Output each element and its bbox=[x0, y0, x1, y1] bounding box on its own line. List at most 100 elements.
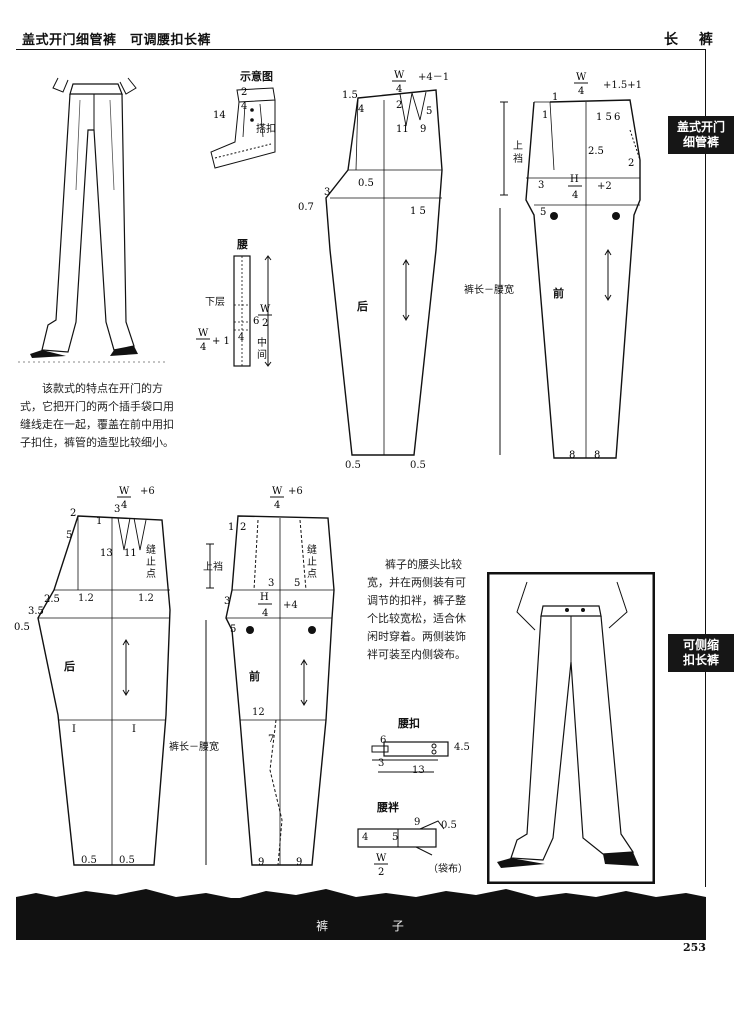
description-top-line: 式，它把开门的两个插手袋口用 bbox=[20, 400, 174, 413]
svg-text:2: 2 bbox=[378, 867, 384, 878]
svg-text:0.5: 0.5 bbox=[14, 622, 30, 633]
bottom-front-label: 前 bbox=[249, 670, 260, 683]
footer-band bbox=[16, 898, 706, 940]
svg-text:0.5: 0.5 bbox=[358, 178, 374, 189]
svg-text:2: 2 bbox=[240, 522, 246, 533]
trousers-sketch-bottom bbox=[487, 572, 655, 884]
bottom-back-crotch-right: 1.2 bbox=[138, 593, 154, 604]
description-bottom-line: 宽，并在两侧装有可 bbox=[367, 576, 466, 589]
buckle-dim-tab: 3 bbox=[378, 758, 385, 769]
svg-text:4: 4 bbox=[121, 500, 127, 511]
svg-text:14: 14 bbox=[213, 110, 226, 121]
sketch-title: 示意图 bbox=[240, 70, 273, 83]
svg-text:W: W bbox=[376, 853, 387, 864]
svg-text:6: 6 bbox=[253, 316, 259, 327]
svg-text:2.5: 2.5 bbox=[44, 594, 60, 605]
svg-text:5: 5 bbox=[66, 530, 72, 541]
lower-layer-label: 下层 bbox=[205, 297, 225, 308]
svg-text:6: 6 bbox=[614, 112, 620, 123]
svg-text:3: 3 bbox=[324, 187, 330, 198]
svg-text:8: 8 bbox=[569, 450, 575, 461]
description-top-line: 缝线走在一起，覆盖在前中用扣 bbox=[20, 418, 174, 431]
top-back-hem-left: 0.5 bbox=[345, 460, 361, 471]
buckle-dim-width: 6 bbox=[380, 735, 387, 746]
bottom-front-waist-formula: +6 bbox=[288, 486, 303, 497]
svg-text:7: 7 bbox=[268, 734, 274, 745]
description-bottom-line: 闲时穿着。两侧装饰 bbox=[367, 630, 466, 643]
header-rule bbox=[16, 49, 706, 50]
description-bottom-line: 调节的扣袢，裤子整 bbox=[367, 594, 466, 607]
svg-text:3: 3 bbox=[114, 504, 120, 515]
svg-text:4: 4 bbox=[241, 101, 247, 112]
svg-text:H: H bbox=[570, 174, 579, 185]
svg-text:5: 5 bbox=[230, 624, 236, 635]
svg-text:9: 9 bbox=[258, 857, 264, 868]
section-tab-top-line1: 盖式开门 bbox=[676, 120, 725, 134]
page-number: 253 bbox=[683, 941, 706, 954]
bottom-front-knee: 12 bbox=[252, 707, 265, 718]
svg-text:9: 9 bbox=[420, 124, 426, 135]
svg-text:9: 9 bbox=[296, 857, 302, 868]
top-rise-label: 上裆 bbox=[513, 141, 523, 165]
description-bottom: 裤子的腰头比较 宽，并在两侧装有可 调节的扣袢，裤子整 个比较宽松，适合休 闲时… bbox=[367, 556, 477, 664]
bottom-length-label: 裤长－腰宽 bbox=[169, 742, 219, 753]
tab-dim-length: 9 bbox=[414, 817, 421, 828]
description-top: 该款式的特点在开门的方 式，它把开门的两个插手袋口用 缝线走在一起，覆盖在前中用… bbox=[20, 380, 195, 452]
description-top-line: 子扣住，裤管的造型比较细小。 bbox=[20, 436, 174, 449]
svg-text:4: 4 bbox=[396, 84, 402, 95]
waistband-diagram: W2 W4 + 1 64 bbox=[196, 255, 272, 367]
svg-text:W: W bbox=[394, 70, 405, 81]
svg-text:3: 3 bbox=[538, 180, 544, 191]
tab-dim-4: 4 bbox=[362, 832, 369, 843]
bottom-back-label: 后 bbox=[64, 660, 75, 673]
svg-text:3: 3 bbox=[268, 578, 274, 589]
svg-text:8: 8 bbox=[594, 450, 600, 461]
svg-text:1: 1 bbox=[552, 92, 558, 103]
buckle-dim-length: 13 bbox=[412, 765, 425, 776]
bottom-back-crotch-left: 1.2 bbox=[78, 593, 94, 604]
svg-text:5: 5 bbox=[426, 106, 432, 117]
sketch-dim: 2 bbox=[241, 87, 247, 98]
top-back-label: 后 bbox=[357, 300, 368, 313]
svg-text:4: 4 bbox=[200, 342, 206, 353]
top-front-waist-formula: +1.5+1 bbox=[603, 80, 643, 91]
section-tab-top-line2: 细管裤 bbox=[682, 135, 719, 149]
bottom-back-hem-left: 0.5 bbox=[81, 855, 97, 866]
svg-text:3.5: 3.5 bbox=[28, 606, 44, 617]
bottom-rise-label: 上裆 bbox=[203, 562, 223, 573]
waist-title: 腰 bbox=[237, 238, 248, 251]
svg-text:13: 13 bbox=[100, 548, 113, 559]
svg-text:W: W bbox=[198, 328, 209, 339]
svg-text:1 5: 1 5 bbox=[410, 206, 426, 217]
bottom-back-hem-right: 0.5 bbox=[119, 855, 135, 866]
top-length-label: 裤长－腰宽 bbox=[464, 285, 514, 296]
top-back-hem-right: 0.5 bbox=[410, 460, 426, 471]
svg-text:W: W bbox=[260, 304, 271, 315]
svg-text:2: 2 bbox=[70, 508, 76, 519]
bottom-front-stop-point: 缝止点 bbox=[307, 545, 317, 580]
tab-title: 腰袢 bbox=[377, 801, 399, 814]
section-tab-bottom: 可侧缩 扣长裤 bbox=[668, 634, 734, 672]
svg-text:0.7: 0.7 bbox=[298, 202, 314, 213]
header-right-title: 长 裤 bbox=[664, 32, 721, 48]
svg-text:1: 1 bbox=[228, 522, 234, 533]
svg-text:4: 4 bbox=[238, 332, 244, 343]
description-bottom-line: 袢可装至内侧袋布。 bbox=[367, 648, 466, 661]
description-top-line: 该款式的特点在开门的方 bbox=[42, 382, 163, 395]
svg-text:11: 11 bbox=[124, 548, 137, 559]
svg-text:1: 1 bbox=[542, 110, 548, 121]
top-front-hip-formula: +2 bbox=[597, 181, 612, 192]
waist-tab-diagram: W2 bbox=[357, 820, 445, 878]
svg-text:1: 1 bbox=[96, 516, 102, 527]
svg-text:W: W bbox=[272, 486, 283, 497]
svg-text:4: 4 bbox=[358, 104, 364, 115]
svg-text:W: W bbox=[576, 72, 587, 83]
section-tab-bottom-line2: 扣长裤 bbox=[682, 653, 719, 667]
top-front-label: 前 bbox=[553, 287, 564, 300]
bottom-front-hip-formula: +4 bbox=[283, 600, 298, 611]
section-tab-bottom-line1: 可侧缩 bbox=[682, 638, 719, 652]
svg-text:W: W bbox=[119, 486, 130, 497]
